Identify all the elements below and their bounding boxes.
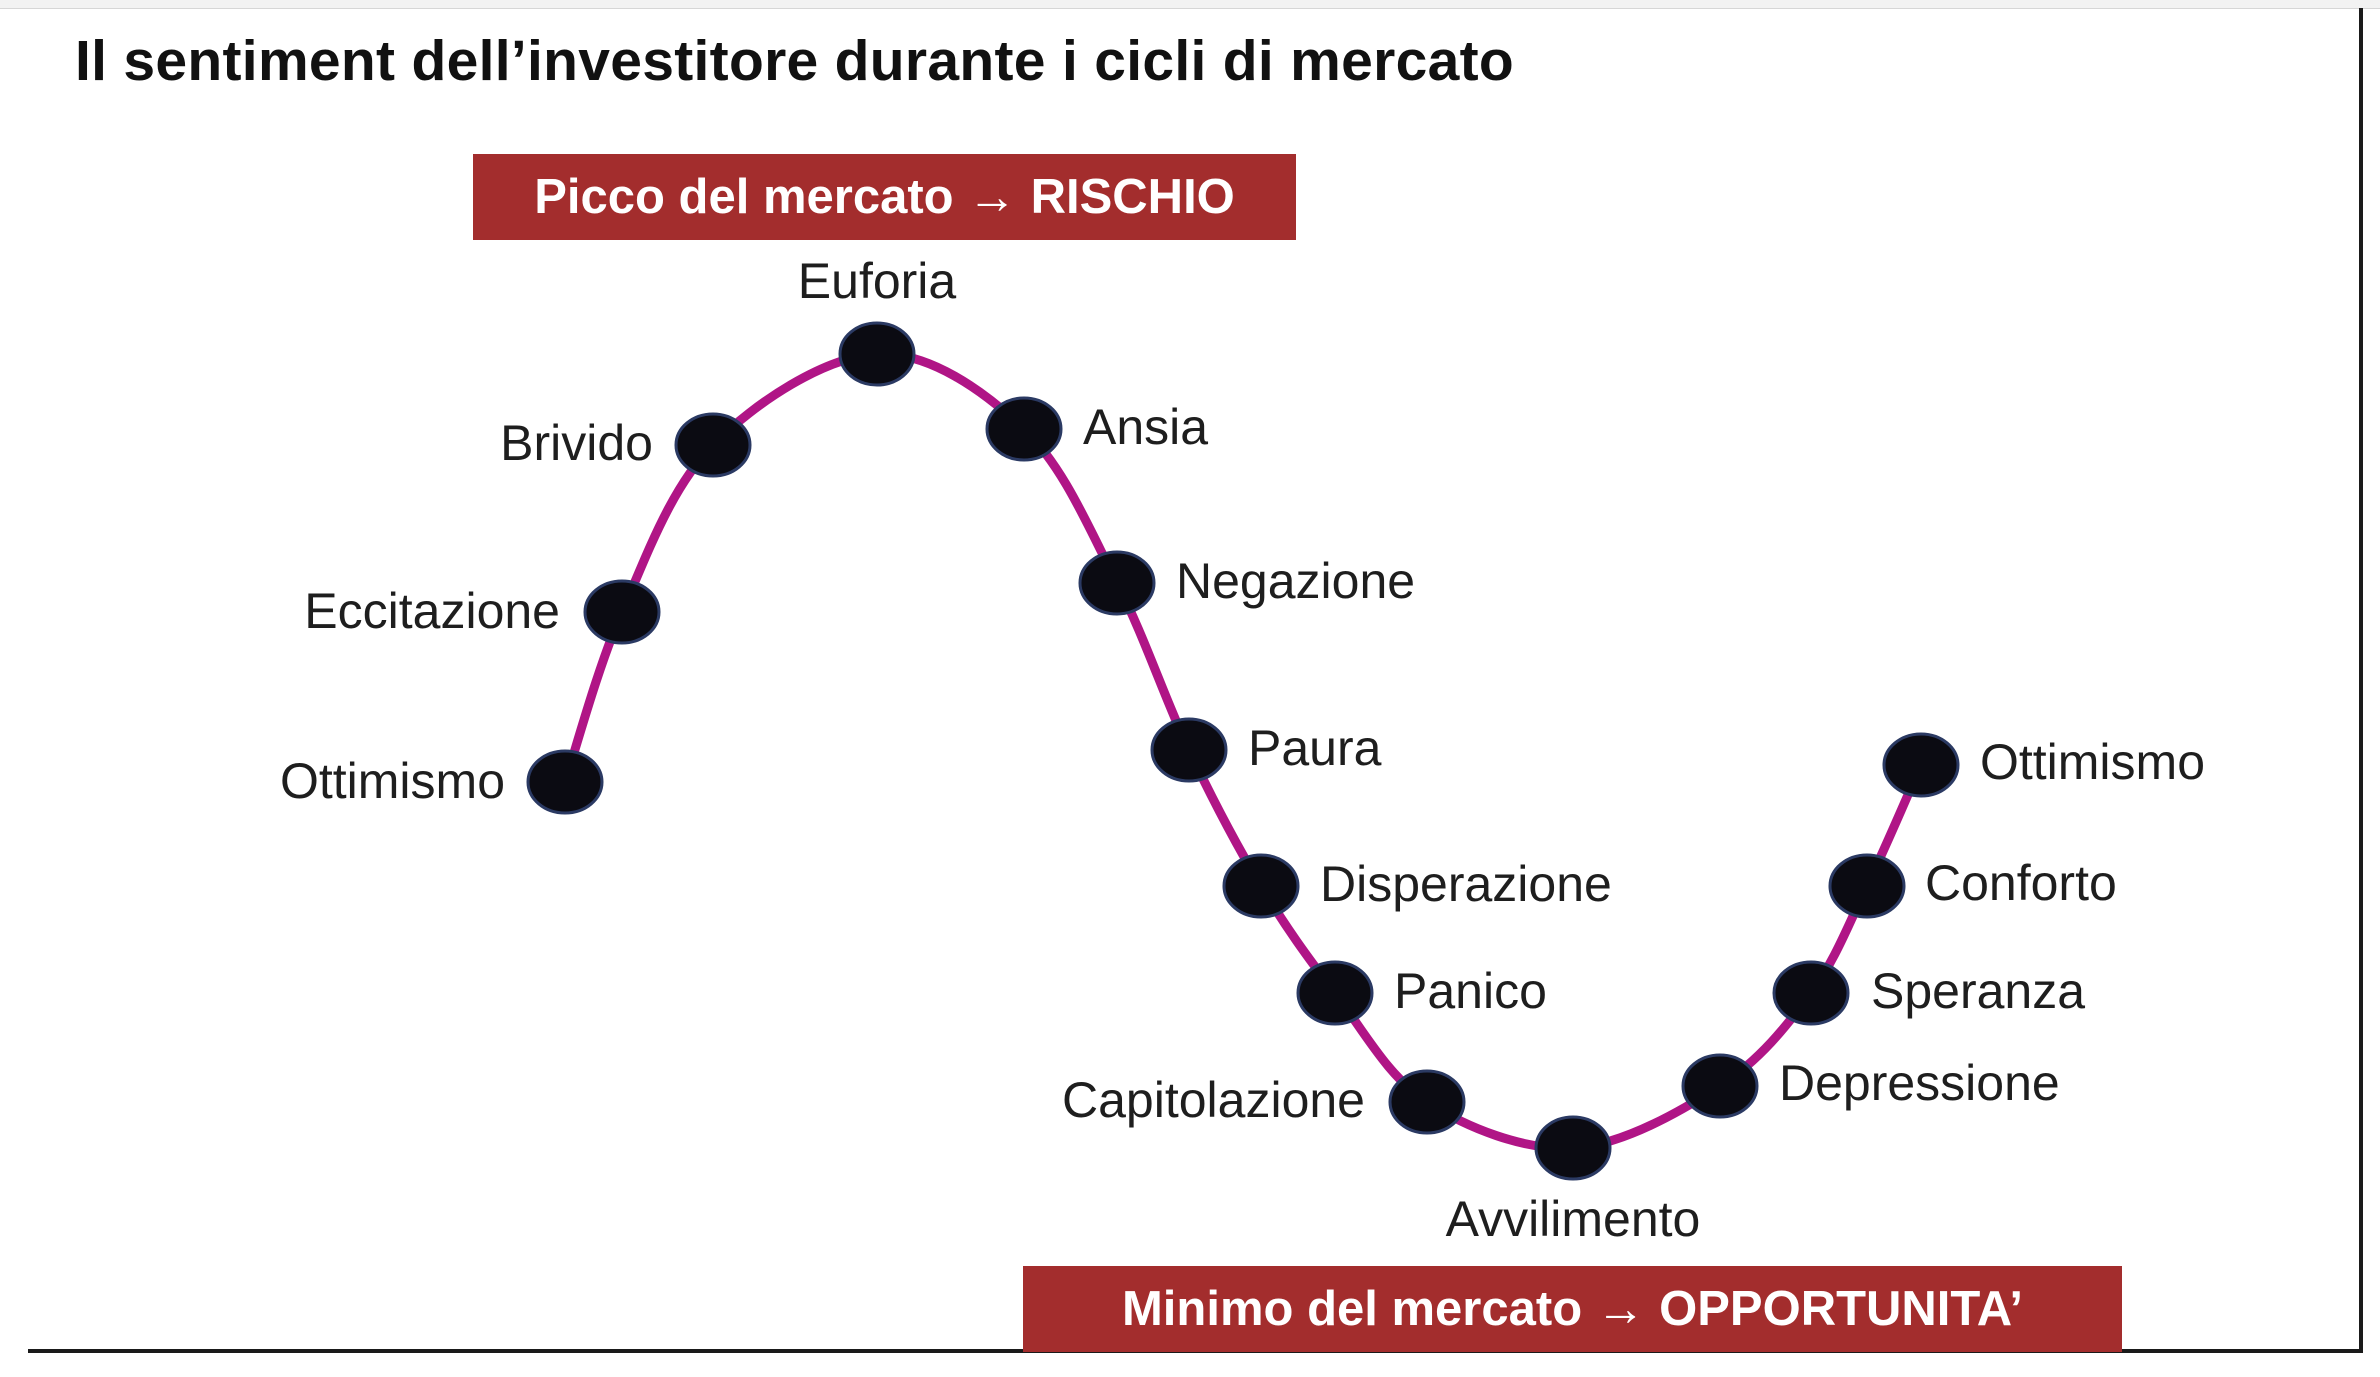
stage-dot-panico	[1296, 960, 1374, 1026]
stage-dot-avvilimento	[1534, 1115, 1612, 1181]
stage-label-disperazione: Disperazione	[1320, 856, 1612, 912]
stage-label-ottimismo-1: Ottimismo	[280, 753, 505, 809]
stage-label-ansia: Ansia	[1083, 399, 1208, 455]
stage-label-avvilimento: Avvilimento	[1446, 1191, 1701, 1247]
stage-dot-depressione	[1681, 1053, 1759, 1119]
stage-dot-speranza	[1772, 960, 1850, 1026]
market-bottom-label: Minimo del mercato	[1121, 1282, 1583, 1336]
opportunity-label: OPPORTUNITA’	[1659, 1282, 2024, 1336]
stage-labels: Ottimismo Eccitazione Brivido EuforiaAnsiaN…	[280, 253, 2205, 1247]
stage-dot-paura	[1150, 717, 1228, 783]
stage-label-eccitazione: Eccitazione	[304, 583, 560, 639]
right-arrow-icon: →	[967, 170, 1017, 224]
stage-label-ottimismo-2: Ottimismo	[1980, 734, 2205, 790]
stage-dots	[526, 321, 1960, 1181]
stage-label-conforto: Conforto	[1925, 855, 2117, 911]
right-arrow-icon: →	[1596, 1282, 1646, 1336]
stage-label-depressione: Depressione	[1779, 1055, 2060, 1111]
stage-dot-ottimismo-2	[1882, 732, 1960, 798]
market-peak-label: Picco del mercato	[534, 170, 954, 224]
stage-dot-negazione	[1078, 550, 1156, 616]
stage-label-paura: Paura	[1248, 720, 1382, 776]
stage-dot-ottimismo-1	[526, 749, 604, 815]
stage-dot-conforto	[1828, 853, 1906, 919]
top-strip	[0, 0, 2380, 9]
stage-dot-euforia	[838, 321, 916, 387]
market-bottom-banner: Minimo del mercato → OPPORTUNITA’	[1023, 1266, 2122, 1352]
page-title: Il sentiment dell’investitore durante i …	[75, 29, 1515, 93]
stage-dot-disperazione	[1222, 853, 1300, 919]
market-peak-banner: Picco del mercato → RISCHIO	[473, 154, 1296, 240]
sentiment-curve	[560, 349, 1926, 1153]
stage-dot-ansia	[985, 396, 1063, 462]
risk-label: RISCHIO	[1030, 170, 1235, 224]
stage-label-brivido: Brivido	[500, 415, 653, 471]
stage-dot-capitolazione	[1388, 1069, 1466, 1135]
stage-dot-brivido	[674, 412, 752, 478]
stage-label-euforia: Euforia	[798, 253, 957, 309]
stage-label-capitolazione: Capitolazione	[1062, 1072, 1365, 1128]
stage-label-speranza: Speranza	[1871, 963, 2085, 1019]
stage-label-panico: Panico	[1394, 963, 1547, 1019]
stage-dot-eccitazione	[583, 579, 661, 645]
stage-label-negazione: Negazione	[1176, 553, 1415, 609]
